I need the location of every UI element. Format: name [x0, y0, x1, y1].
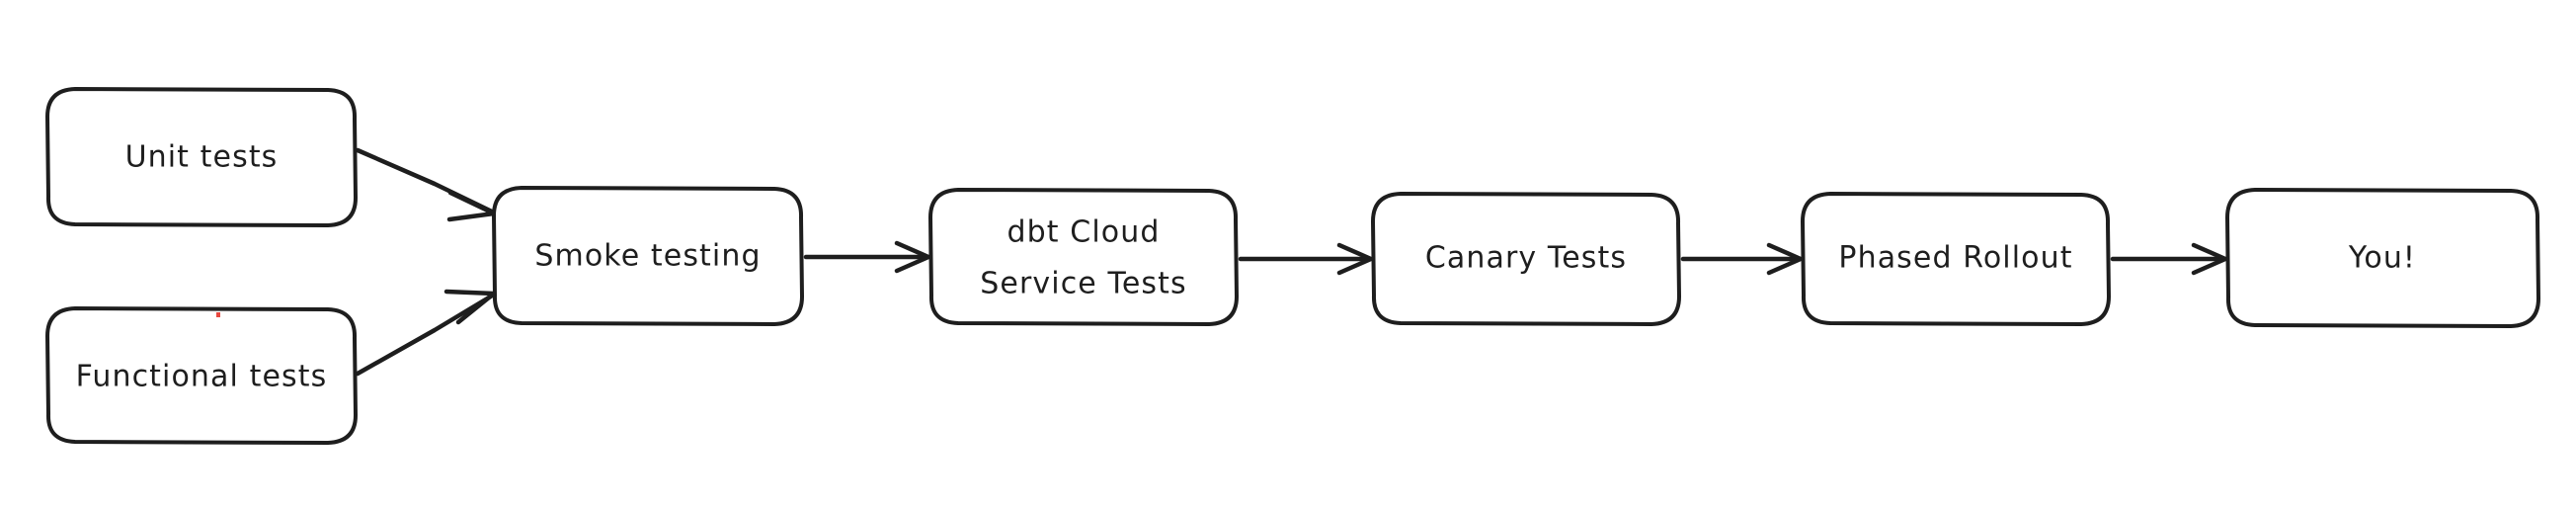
node-you-label: You!: [2348, 241, 2416, 276]
node-dbt-cloud-service-tests-label-line2: Service Tests: [980, 267, 1186, 301]
node-unit-tests-label: Unit tests: [125, 140, 279, 175]
node-canary-tests-label: Canary Tests: [1425, 241, 1627, 276]
node-unit-tests-box[interactable]: [45, 87, 358, 227]
node-smoke-testing-box[interactable]: [492, 186, 804, 326]
node-smoke-testing[interactable]: Smoke testing: [492, 186, 804, 326]
node-smoke-testing-label: Smoke testing: [534, 239, 761, 274]
node-dbt-cloud-service-tests[interactable]: dbt Cloud Service Tests: [928, 188, 1239, 326]
node-phased-rollout[interactable]: Phased Rollout: [1801, 192, 2111, 326]
edge-dbt-to-canary[interactable]: [1238, 242, 1374, 276]
node-canary-tests-box[interactable]: [1371, 192, 1681, 326]
edge-layer: [355, 147, 2228, 377]
node-dbt-cloud-service-tests-label-line1: dbt Cloud: [1007, 215, 1161, 250]
node-functional-tests-box[interactable]: [45, 306, 358, 445]
node-you[interactable]: You!: [2225, 188, 2540, 328]
node-you-box[interactable]: [2225, 188, 2540, 328]
edge-phased-to-you[interactable]: [2110, 242, 2228, 276]
edge-unit-to-smoke[interactable]: [355, 147, 497, 222]
edge-smoke-to-dbt[interactable]: [803, 240, 931, 274]
node-layer: Unit tests Functional tests Smoke testin…: [45, 87, 2540, 445]
node-functional-tests-label: Functional tests: [76, 360, 328, 394]
node-functional-tests[interactable]: Functional tests: [45, 306, 358, 445]
edge-canary-to-phased[interactable]: [1680, 242, 1804, 276]
edge-functional-to-smoke[interactable]: [355, 289, 497, 377]
node-unit-tests[interactable]: Unit tests: [45, 87, 358, 227]
node-phased-rollout-label: Phased Rollout: [1838, 241, 2072, 276]
node-dbt-cloud-service-tests-box[interactable]: [928, 188, 1239, 326]
node-phased-rollout-box[interactable]: [1801, 192, 2111, 326]
node-canary-tests[interactable]: Canary Tests: [1371, 192, 1681, 326]
red-pixel-artifact: [216, 312, 220, 317]
